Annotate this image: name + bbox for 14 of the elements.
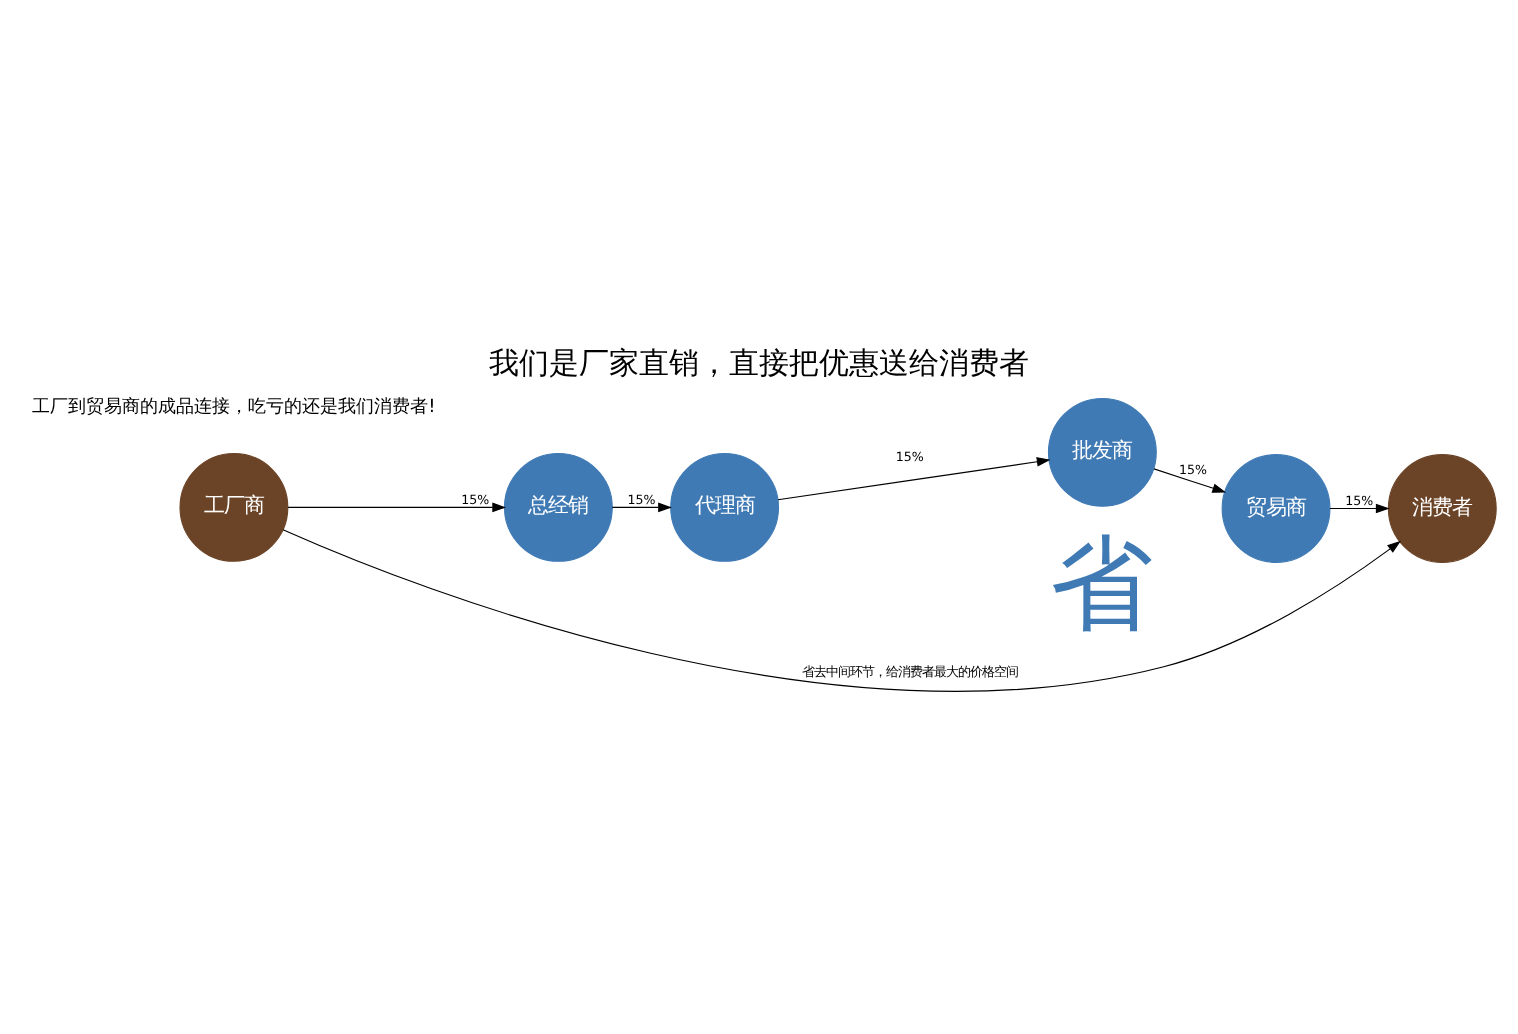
- node-circle: 总经销: [503, 451, 613, 561]
- node-circle: 批发商: [1047, 396, 1157, 506]
- arrow: [777, 456, 1051, 500]
- arrow: [1153, 467, 1227, 492]
- label: 省: [1050, 524, 1155, 645]
- arrow: [282, 528, 1401, 691]
- label: 工厂到贸易商的成品连接，吃亏的还是我们消费者!: [32, 395, 436, 417]
- diagram-title: 我们是厂家直销，直接把优惠送给消费者: [489, 344, 1029, 381]
- arrow: [287, 501, 507, 512]
- arrow: [611, 501, 672, 512]
- node-circle: 代理商: [670, 451, 780, 561]
- node-circle: 工厂商: [179, 451, 289, 561]
- arrow: [1329, 502, 1390, 513]
- node-circle: 贸易商: [1221, 453, 1331, 562]
